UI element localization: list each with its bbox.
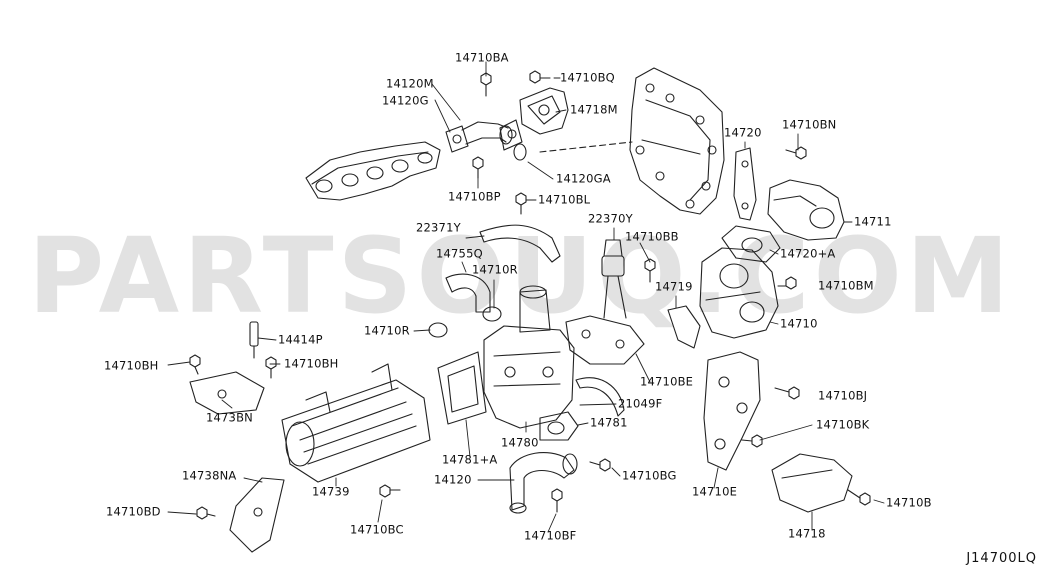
hose-21049f-shape: [575, 377, 625, 417]
label-14755q: 14755Q: [436, 246, 483, 261]
egr-valve-14780-shape: [483, 285, 575, 429]
label-14720a: 14720+A: [780, 246, 836, 261]
label-14120g: 14120G: [382, 93, 429, 108]
label-21049f: 21049F: [618, 396, 663, 411]
bracket-14738na-shape: [229, 477, 285, 553]
hose-14755q-shape: [445, 273, 491, 313]
sensor-22370y-shape: [601, 239, 627, 319]
label-22370y: 22370Y: [588, 211, 633, 226]
label-14710be: 14710BE: [640, 374, 694, 389]
label-14718m: 14718M: [570, 102, 618, 117]
label-14780: 14780: [501, 435, 539, 450]
heat-shield-14718-shape: [771, 453, 853, 513]
label-14710bb: 14710BB: [625, 229, 679, 244]
label-14710bk: 14710BK: [816, 417, 870, 432]
label-14711: 14711: [854, 214, 892, 229]
gasket-14720a-shape: [721, 225, 781, 263]
gasket-14720-shape: [733, 147, 757, 221]
label-14710bq: 14710BQ: [560, 70, 615, 85]
egr-bracket-14710be-shape: [565, 315, 645, 365]
label-14710bc: 14710BC: [350, 522, 404, 537]
egr-cooler-14739-shape: [281, 363, 431, 483]
leader-lines: [167, 61, 885, 533]
label-14710bm: 14710BM: [818, 278, 874, 293]
label-14710e: 14710E: [692, 484, 738, 499]
label-14710r-top: 14710R: [472, 262, 518, 277]
bolt-shapes: [189, 70, 871, 520]
label-14781: 14781: [590, 415, 628, 430]
label-14710bd: 14710BD: [106, 504, 161, 519]
label-14710b: 14710B: [886, 495, 932, 510]
label-14120ga: 14120GA: [556, 171, 611, 186]
bracket-1473bn-shape: [189, 371, 265, 415]
egr-valve-housing-shape: [699, 247, 779, 339]
label-14710r-mid: 14710R: [364, 323, 410, 338]
manifold-flange-shape: [539, 67, 725, 215]
label-14120m: 14120M: [386, 76, 434, 91]
egr-tube-upper-shape: [445, 119, 527, 161]
label-14710bj: 14710BJ: [818, 388, 868, 403]
label-14719: 14719: [655, 279, 693, 294]
gasket-14781a-shape: [437, 351, 487, 425]
label-14710bh-left: 14710BH: [104, 358, 159, 373]
label-14739: 14739: [312, 484, 350, 499]
exhaust-manifold-shape: [305, 141, 441, 201]
label-14710bf: 14710BF: [524, 528, 577, 543]
label-14414p: 14414P: [278, 332, 323, 347]
sensor-14414p-shape: [249, 321, 259, 359]
label-14710bn: 14710BN: [782, 117, 837, 132]
egr-cooler-adaptor-shape: [767, 179, 845, 241]
gasket-14781-shape: [539, 411, 579, 441]
diagram-code: J14700LQ: [966, 551, 1037, 566]
label-14710bh-mid: 14710BH: [284, 356, 339, 371]
label-1473bn: 1473BN: [206, 410, 253, 425]
label-14781a: 14781+A: [442, 452, 498, 467]
label-14710bg: 14710BG: [622, 468, 677, 483]
bracket-14710e-shape: [703, 351, 761, 471]
label-14718: 14718: [788, 526, 826, 541]
egr-tube-14120-shape: [509, 452, 578, 514]
plate-14719-shape: [667, 305, 701, 349]
label-14710ba: 14710BA: [455, 50, 509, 65]
label-14738na: 14738NA: [182, 468, 237, 483]
label-14710bl: 14710BL: [538, 192, 591, 207]
heat-cover-upper-shape: [519, 87, 569, 135]
label-14710bp: 14710BP: [448, 189, 501, 204]
label-22371y: 22371Y: [416, 220, 461, 235]
label-14720: 14720: [724, 125, 762, 140]
hose-22371y-shape: [479, 224, 561, 263]
label-14710: 14710: [780, 316, 818, 331]
label-14120: 14120: [434, 472, 472, 487]
